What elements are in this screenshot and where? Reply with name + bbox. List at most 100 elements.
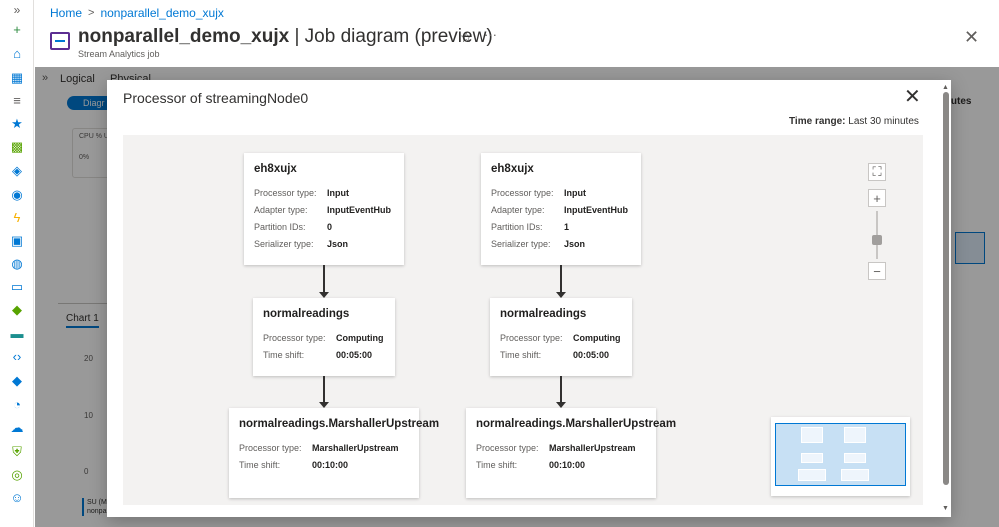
property-value: Json: [327, 239, 349, 249]
cosmos-db-icon[interactable]: ◍: [11, 256, 23, 271]
property-key: Time shift:: [263, 350, 305, 360]
processor-dialog: Processor of streamingNode0 ✕ Time range…: [107, 80, 951, 517]
flow-arrow: [319, 265, 329, 298]
breadcrumb-current-link[interactable]: nonparallel_demo_xujx: [100, 6, 224, 20]
load-balancer-icon[interactable]: ◆: [12, 302, 22, 317]
property-key: Adapter type:: [254, 205, 308, 215]
collapse-panel-icon[interactable]: »: [42, 72, 49, 84]
time-range-selector[interactable]: inutes: [942, 96, 972, 107]
property-key: Time shift:: [500, 350, 542, 360]
more-options-icon[interactable]: ···: [484, 27, 497, 42]
node-name: normalreadings.MarshallerUpstream: [476, 418, 677, 430]
property-key: Processor type:: [500, 333, 563, 343]
chart-y-tick: 20: [84, 354, 93, 363]
close-blade-icon[interactable]: ✕: [964, 27, 980, 47]
entra-id-icon[interactable]: ◆: [12, 373, 22, 388]
dialog-scrollbar[interactable]: [943, 92, 949, 485]
breadcrumb: Home > nonparallel_demo_xujx: [50, 6, 224, 20]
property-key: Serializer type:: [491, 239, 551, 249]
property-key: Time shift:: [239, 460, 281, 470]
node-property-row: Partition IDs:1: [491, 219, 631, 236]
page-name: | Job diagram (preview): [289, 26, 493, 47]
monitor-icon[interactable]: ◔: [13, 397, 21, 412]
property-value: Input: [564, 188, 586, 198]
dashboard-icon[interactable]: ▦: [10, 70, 24, 85]
create-resource-icon[interactable]: +: [13, 22, 21, 37]
flow-arrow: [319, 376, 329, 408]
storage-accounts-icon[interactable]: ▬: [10, 326, 24, 341]
property-key: Partition IDs:: [254, 222, 306, 232]
property-value: 00:05:00: [336, 350, 373, 360]
function-app-icon[interactable]: ϟ: [13, 210, 21, 225]
node-property-row: Processor type:Computing: [263, 330, 385, 347]
all-services-icon[interactable]: ≡: [13, 93, 21, 108]
close-dialog-icon[interactable]: ✕: [904, 86, 921, 108]
node-property-row: Processor type: MarshallerUpstream: [239, 440, 409, 457]
node-property-row: Time shift: 00:05:00: [263, 347, 385, 364]
help-support-icon[interactable]: ☺: [10, 490, 24, 505]
selected-node-highlight: [955, 232, 985, 264]
property-key: Processor type:: [254, 188, 317, 198]
tab-logical[interactable]: Logical: [60, 73, 95, 85]
app-services-icon[interactable]: ◉: [11, 187, 23, 202]
property-value: 0: [327, 222, 333, 232]
minimap-node: [798, 469, 826, 481]
node-name: eh8xujx: [491, 163, 534, 175]
property-value: 00:10:00: [549, 460, 586, 470]
all-resources-icon[interactable]: ▩: [10, 139, 24, 154]
favorites-icon[interactable]: ★: [11, 116, 23, 131]
zoom-slider-thumb[interactable]: [872, 234, 882, 245]
expand-menu-icon[interactable]: »: [13, 3, 21, 17]
cpu-metric-label: CPU % U: [79, 133, 109, 140]
advisor-icon[interactable]: ☁: [10, 420, 24, 435]
page-title: nonparallel_demo_xujx | Job diagram (pre…: [78, 26, 493, 48]
node-property-row: Serializer type:Json: [491, 236, 631, 253]
property-key: Processor type:: [476, 443, 539, 453]
virtual-machines-icon[interactable]: ▭: [10, 279, 24, 294]
virtual-networks-icon[interactable]: ‹›: [12, 349, 22, 364]
property-value: InputEventHub: [327, 205, 391, 215]
property-value: Computing: [336, 333, 384, 343]
zoom-out-icon[interactable]: −: [868, 262, 886, 280]
property-key: Partition IDs:: [491, 222, 543, 232]
time-range-value: Last 30 minutes: [848, 116, 919, 127]
diagram-minimap[interactable]: [771, 417, 910, 496]
flow-arrow: [556, 265, 566, 298]
property-key: Processor type:: [239, 443, 302, 453]
home-icon[interactable]: ⌂: [13, 46, 21, 61]
node-property-row: Processor type:Computing: [500, 330, 622, 347]
security-center-icon[interactable]: ⛨: [12, 444, 22, 459]
node-name: normalreadings.MarshallerUpstream: [239, 418, 440, 430]
minimap-viewport[interactable]: [775, 423, 906, 486]
node-name: normalreadings: [500, 308, 587, 320]
tab-chart-1[interactable]: Chart 1: [66, 313, 99, 328]
scroll-down-icon[interactable]: ▼: [942, 505, 949, 512]
node-name: normalreadings: [263, 308, 350, 320]
resource-groups-icon[interactable]: ◈: [12, 163, 22, 178]
zoom-in-icon[interactable]: +: [868, 189, 886, 207]
property-value: 00:10:00: [312, 460, 349, 470]
property-value: MarshallerUpstream: [312, 443, 399, 453]
favorite-star-icon[interactable]: ☆: [460, 29, 473, 45]
property-value: InputEventHub: [564, 205, 628, 215]
divider: [58, 303, 108, 304]
property-value: 00:05:00: [573, 350, 610, 360]
cost-management-icon[interactable]: ◎: [11, 467, 23, 482]
node-property-row: Processor type:MarshallerUpstream: [476, 440, 646, 457]
fit-to-screen-icon[interactable]: ⛶: [868, 163, 886, 181]
sql-database-icon[interactable]: ▣: [10, 233, 24, 248]
time-range: Time range: Last 30 minutes: [789, 116, 919, 127]
scroll-up-icon[interactable]: ▲: [942, 84, 949, 91]
node-property-row: Time shift: 00:10:00: [239, 457, 409, 474]
breadcrumb-home-link[interactable]: Home: [50, 6, 83, 20]
node-name: eh8xujx: [254, 163, 297, 175]
page-subtitle: Stream Analytics job: [78, 49, 160, 59]
node-property-row: Adapter type:InputEventHub: [491, 202, 631, 219]
